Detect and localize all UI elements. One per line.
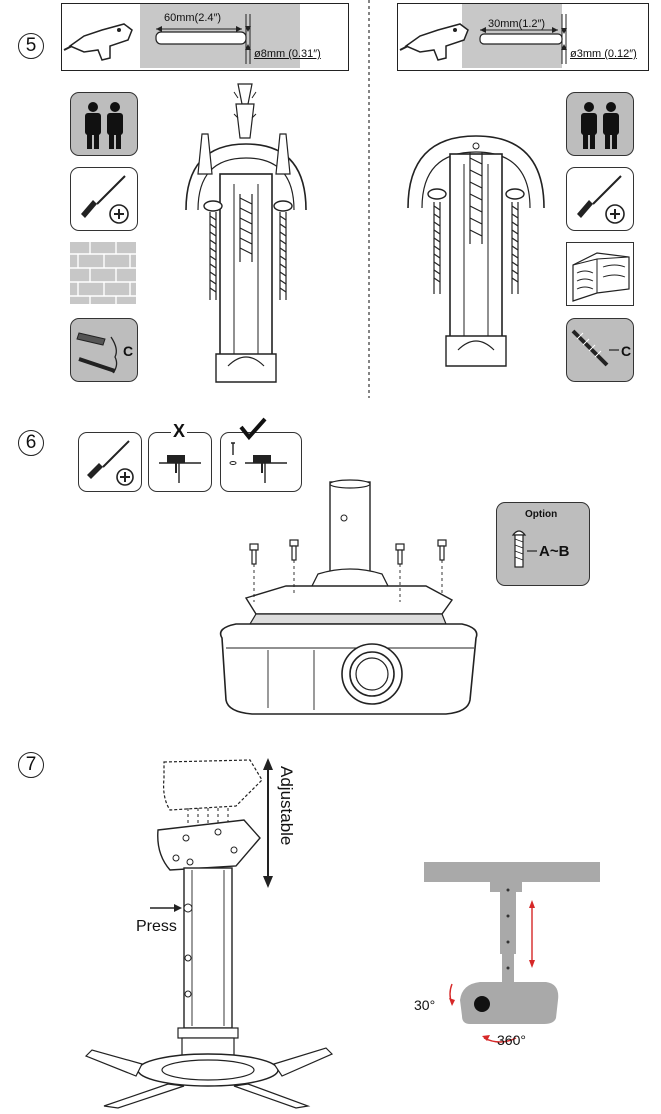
wrong-x-mark: X [171, 421, 188, 442]
anchor-screw-kit-icon: C [70, 318, 138, 382]
wood-screw-kit-icon: C [566, 318, 634, 382]
adjustable-label: Adjustable [277, 766, 296, 846]
drill-icon [399, 23, 469, 61]
ceiling-projector-rotation-illustration [424, 862, 600, 1043]
wood-bracket-illustration [407, 135, 545, 367]
screwdriver-icon [78, 432, 142, 492]
projector-with-plate-illustration [219, 479, 478, 715]
wall-bracket-plugs-illustration [185, 83, 307, 383]
drill-depth-label: 30mm(1.2″) [488, 18, 546, 30]
drill-diameter-label: ø3mm (0.12″) [570, 48, 637, 60]
two-persons-icon [70, 92, 138, 156]
screwdriver-icon [566, 167, 634, 231]
screwdriver-icon [70, 167, 138, 231]
wrong-mounting-icon: X [148, 421, 212, 492]
step-7-number: 7 [18, 752, 44, 778]
drill-diameter-label: ø8mm (0.31″) [254, 48, 321, 60]
two-persons-icon [566, 92, 634, 156]
step-6-number: 6 [18, 430, 44, 456]
callout-c-label: C [123, 343, 134, 359]
drill-icon [63, 23, 133, 61]
correct-mounting-icon [220, 417, 302, 492]
drill-spec-left: 60mm(2.4″) ø8mm (0.31″) [61, 3, 349, 71]
drill-depth-diagram [155, 14, 251, 64]
wood-beam-icon [566, 242, 634, 306]
tilt-angle-label: 30° [414, 997, 436, 1013]
ceiling-mount-adjust-illustration [84, 758, 334, 1109]
screw-icon [511, 530, 537, 568]
drill-depth-label: 60mm(2.4″) [164, 12, 222, 24]
option-label: A~B [539, 543, 570, 560]
step-5-number: 5 [18, 33, 44, 59]
brick-wall-icon [70, 242, 136, 304]
divider-line [368, 0, 370, 398]
callout-c-label: C [621, 343, 632, 359]
drill-depth-diagram [479, 14, 567, 64]
option-screw-box: Option A~B [496, 502, 590, 586]
option-title: Option [525, 509, 558, 520]
rotation-angle-label: 360° [497, 1032, 526, 1048]
drill-spec-right: 30mm(1.2″) ø3mm (0.12″) [397, 3, 649, 71]
press-label: Press [136, 918, 177, 935]
